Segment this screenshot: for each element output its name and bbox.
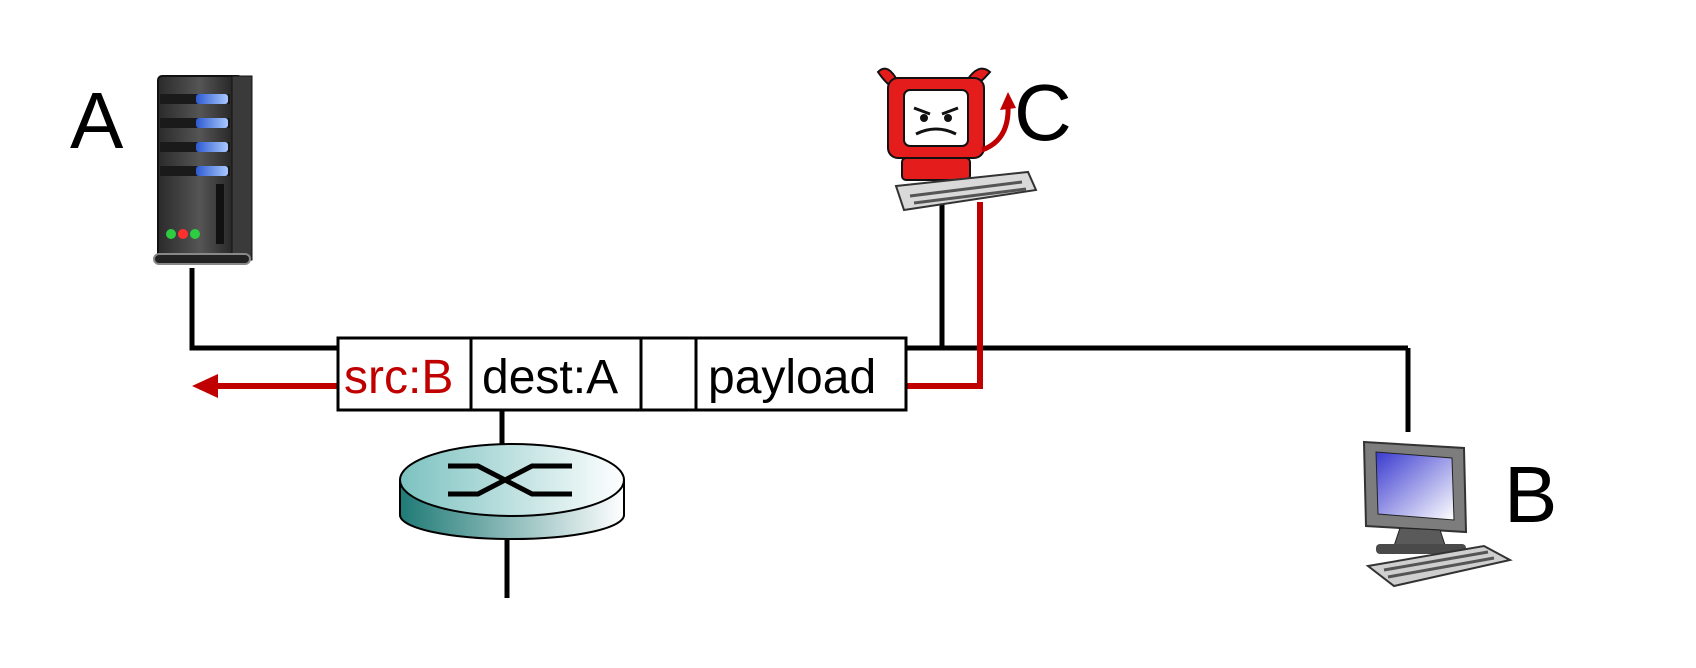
- host-b-label: B: [1504, 450, 1557, 539]
- tower-bay: [160, 142, 230, 152]
- devil-eyes: [913, 106, 959, 116]
- monitor-screen: [1375, 451, 1455, 521]
- keyboard: [1365, 544, 1513, 588]
- devil-base: [901, 157, 971, 181]
- tower-led: [196, 142, 228, 152]
- devil-tail: [981, 103, 1011, 153]
- attack-path: [192, 202, 983, 398]
- devil-eye: [920, 114, 928, 122]
- status-light: [166, 229, 176, 239]
- tower-base: [153, 253, 251, 265]
- network-wires: [189, 202, 1411, 598]
- switch-top: [399, 443, 625, 517]
- devil-computer-icon: [876, 67, 1038, 212]
- tower-led: [196, 166, 228, 176]
- tower-led: [196, 118, 228, 128]
- attack-arrow-head: [192, 374, 218, 398]
- devil-tail-tip: [1000, 92, 1016, 110]
- status-light: [178, 229, 188, 239]
- host-c-label: C: [1014, 68, 1072, 157]
- keyboard-keys: [1383, 550, 1495, 579]
- tower-slot: [216, 184, 224, 244]
- devil-mouth: [915, 127, 957, 136]
- tower-bay: [160, 166, 230, 176]
- desktop-computer-icon: [1362, 440, 1513, 588]
- tower-bay: [160, 118, 230, 128]
- monitor-base: [1376, 544, 1466, 554]
- devil-eye: [944, 114, 952, 122]
- host-a-label: A: [70, 76, 124, 165]
- wire-a: [189, 268, 338, 351]
- packet-dest-field: dest:A: [482, 351, 618, 404]
- devil-screen: [903, 89, 969, 147]
- packet-frame: [336, 336, 908, 412]
- tower-led: [196, 94, 228, 104]
- tower-bay: [160, 94, 230, 104]
- packet: src:B dest:A payload: [336, 336, 908, 412]
- attack-wire: [906, 202, 983, 389]
- devil-keyboard-keys: [909, 180, 1027, 205]
- switch-icon: [399, 443, 625, 540]
- packet-src-field: src:B: [344, 351, 453, 404]
- tower-side: [231, 75, 253, 261]
- switch-cross-symbol: [448, 463, 572, 497]
- packet-payload-field: payload: [708, 351, 876, 404]
- status-light: [190, 229, 200, 239]
- server-tower-icon: [153, 75, 253, 265]
